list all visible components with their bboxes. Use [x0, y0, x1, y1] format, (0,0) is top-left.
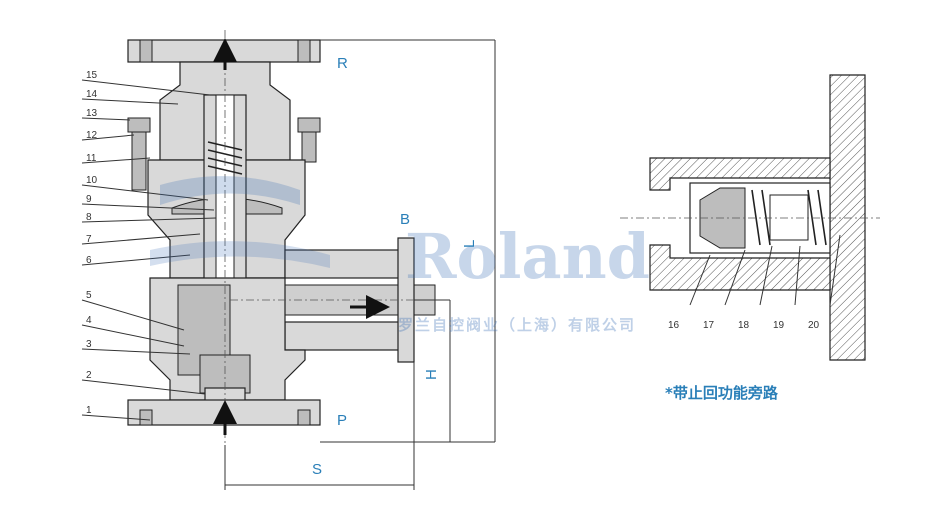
watermark-company: 罗兰自控阀业（上海）有限公司 [398, 316, 636, 334]
callout-13: 13 [86, 108, 98, 119]
watermark-swoosh-icon [160, 176, 300, 205]
callout-6: 6 [86, 255, 92, 266]
port-label-p: P [337, 412, 347, 429]
callout-leaders [81, 79, 217, 421]
check-springs [751, 189, 827, 246]
callout-20: 20 [808, 320, 820, 331]
port-label-r: R [337, 55, 348, 72]
callout-19: 19 [773, 320, 785, 331]
top-flange-bolt-left [139, 39, 153, 63]
callout-11: 11 [86, 153, 97, 164]
dimension-lines [224, 39, 496, 490]
callout-15: 15 [86, 70, 98, 81]
dim-label-l: L [461, 240, 478, 248]
bypass-detail [620, 74, 880, 361]
callout-numbers: 15 14 13 12 11 10 9 8 7 6 5 4 3 2 1 16 1… [86, 70, 820, 416]
branch-pipe-bottom [284, 321, 406, 351]
detail-caption: *带止回功能旁路 [665, 384, 779, 402]
dim-label-h: H [423, 369, 440, 380]
watermark-logo: Roland [150, 176, 650, 293]
cover-bolt-right [301, 131, 317, 163]
callout-9: 9 [86, 194, 92, 205]
top-flange-bolt-right [297, 39, 311, 63]
bottom-flange-bolt-right [297, 409, 311, 426]
bottom-flange-bolt-left [139, 409, 153, 426]
dim-label-s: S [312, 461, 322, 478]
callout-3: 3 [86, 339, 92, 350]
valve-section [127, 30, 450, 470]
callout-1: 1 [86, 405, 92, 416]
callout-4: 4 [86, 315, 92, 326]
callout-14: 14 [86, 89, 98, 100]
cover-bolt-head-right [297, 117, 321, 133]
dimension-labels: S L H [312, 240, 478, 478]
callout-2: 2 [86, 370, 92, 381]
port-labels: R B P [337, 55, 410, 429]
detail-bore-bottom [649, 244, 831, 291]
callout-8: 8 [86, 212, 92, 223]
svg-text:Roland: Roland [405, 220, 650, 293]
check-insert [769, 194, 809, 241]
callout-7: 7 [86, 234, 92, 245]
callout-17: 17 [703, 320, 715, 331]
callout-5: 5 [86, 290, 92, 301]
callout-10: 10 [86, 175, 98, 186]
callout-16: 16 [668, 320, 680, 331]
cover-bolt-head-left [127, 117, 151, 133]
detail-bore-top [649, 157, 831, 191]
detail-wall [829, 74, 866, 361]
callout-18: 18 [738, 320, 750, 331]
branch-pipe-top [284, 249, 406, 279]
callout-12: 12 [86, 130, 98, 141]
cover-bolt-left [131, 131, 147, 191]
port-label-b: B [400, 211, 410, 228]
